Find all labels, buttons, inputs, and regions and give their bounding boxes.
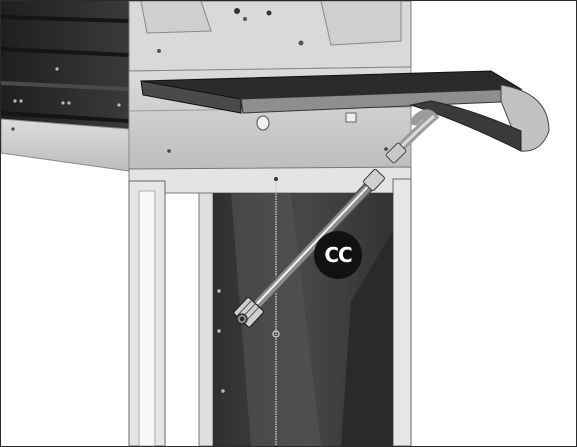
control-housing <box>128 1 412 72</box>
cart-frame <box>128 166 412 446</box>
part-label-text: CC <box>324 243 352 267</box>
gas-hose-icon <box>233 109 440 328</box>
side-shelf-icon <box>140 70 550 152</box>
part-label-badge: CC <box>314 231 362 279</box>
